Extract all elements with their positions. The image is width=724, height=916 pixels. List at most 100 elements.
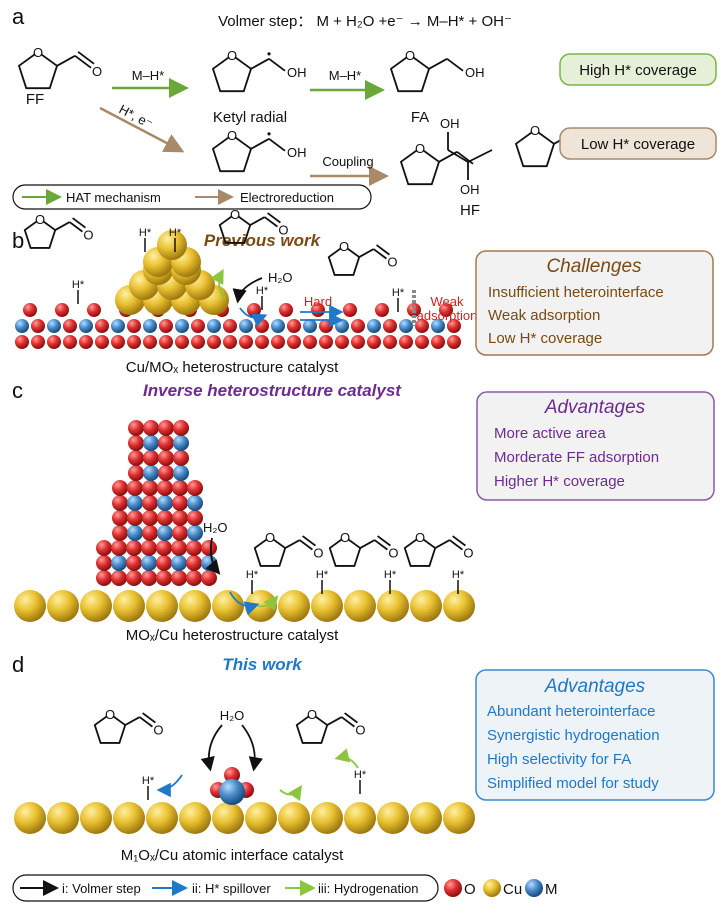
adsorbed-h-label: H* xyxy=(169,227,182,239)
hydrogenation-arrow-c xyxy=(257,595,279,611)
oxygen-atom xyxy=(47,335,61,349)
furan-molecule: OO xyxy=(253,530,323,567)
mh-label-2: M–H* xyxy=(329,68,362,83)
carbonyl-double-bond xyxy=(377,535,391,547)
copper-atom xyxy=(344,590,376,622)
hf-hydroxyl-label: OH xyxy=(460,182,480,197)
oxygen-atom xyxy=(201,540,217,556)
oxygen-key-label: O xyxy=(464,881,476,898)
furan-ring xyxy=(403,535,437,567)
copper-atom xyxy=(377,590,409,622)
ring-oxygen-label: O xyxy=(35,212,45,227)
oxygen-atom xyxy=(367,335,381,349)
metal-atom xyxy=(173,465,189,481)
oxygen-atom xyxy=(191,319,205,333)
metal-atom xyxy=(187,525,203,541)
metal-atom xyxy=(143,435,159,451)
metal-atom xyxy=(207,319,221,333)
metal-atom xyxy=(219,779,245,805)
oxygen-atom xyxy=(319,335,333,349)
side-chain-bond xyxy=(250,138,270,150)
oxygen-atom xyxy=(156,555,172,571)
oxygen-atom xyxy=(399,335,413,349)
ring-oxygen-label: O xyxy=(230,207,240,222)
ring-oxygen-gap xyxy=(227,50,237,60)
side-chain-bond xyxy=(299,539,313,551)
hard-label: Hard xyxy=(304,294,332,309)
oxygen-atom xyxy=(415,335,429,349)
oxygen-atom xyxy=(156,570,172,586)
copper-atom-key xyxy=(483,879,501,897)
oxygen-atom xyxy=(111,570,127,586)
metal-atom xyxy=(431,319,445,333)
advantage-item: High selectivity for FA xyxy=(487,751,631,768)
hf-label: HF xyxy=(460,202,480,219)
side-chain-bond xyxy=(341,716,355,728)
oxygen-atom xyxy=(142,480,158,496)
oxygen-atom xyxy=(141,570,157,586)
copper-atom xyxy=(14,590,46,622)
oxygen-atom xyxy=(343,303,357,317)
carbonyl-oxygen-label: O xyxy=(313,546,323,561)
metal-atom xyxy=(157,525,173,541)
side-chain-bond xyxy=(326,716,343,726)
advantages-box-d xyxy=(475,669,715,801)
oxygen-atom xyxy=(143,335,157,349)
oxygen-atom xyxy=(158,465,174,481)
furan-molecule: OO xyxy=(93,707,163,744)
oxygen-atom xyxy=(351,319,365,333)
furan-ring xyxy=(327,244,361,276)
oxygen-atom xyxy=(31,335,45,349)
oxygen-atom xyxy=(191,335,205,349)
copper-atom xyxy=(311,590,343,622)
electro-legend-label: Electroreduction xyxy=(240,190,334,205)
ring-oxygen-label: O xyxy=(307,707,317,722)
oxygen-atom xyxy=(63,319,77,333)
weak-label: Weak xyxy=(431,294,464,309)
copper-atom xyxy=(179,590,211,622)
furan-molecule: O xyxy=(399,141,474,186)
ring-oxygen-gap xyxy=(415,532,425,542)
ketyl-label: Ketyl radial xyxy=(213,109,287,126)
metal-atom xyxy=(173,435,189,451)
furan-ring xyxy=(389,53,431,93)
copper-atom xyxy=(278,590,310,622)
oxygen-atom xyxy=(255,319,269,333)
furan-molecule: OOH xyxy=(211,48,307,93)
advantages-title-c: Advantages xyxy=(544,397,646,418)
copper-atom xyxy=(146,802,178,834)
furan-ring xyxy=(295,712,329,744)
oxygen-atom xyxy=(128,450,144,466)
metal-atom xyxy=(127,525,143,541)
oxygen-atom xyxy=(186,540,202,556)
advantage-item: Abundant heterointerface xyxy=(487,703,655,720)
oxygen-atom xyxy=(271,335,285,349)
low-coverage-box xyxy=(559,127,717,160)
oxygen-atom xyxy=(186,555,202,571)
h2o-label-c: H₂O xyxy=(203,520,228,535)
metal-atom xyxy=(399,319,413,333)
oxygen-atom xyxy=(31,319,45,333)
oxygen-atom xyxy=(112,480,128,496)
oxygen-atom xyxy=(171,540,187,556)
copper-atom xyxy=(212,590,244,622)
oxygen-atom xyxy=(112,495,128,511)
oxygen-atom xyxy=(431,335,445,349)
ring-oxygen-gap xyxy=(405,50,415,60)
copper-atom xyxy=(212,802,244,834)
oxygen-atom xyxy=(111,335,125,349)
metal-atom xyxy=(303,319,317,333)
oxygen-atom xyxy=(207,335,221,349)
volmer-arrow-d-left xyxy=(200,724,223,772)
oxygen-atom xyxy=(143,420,159,436)
metal-atom xyxy=(271,319,285,333)
furan-molecule: OO xyxy=(403,530,473,567)
oxygen-atom xyxy=(159,319,173,333)
oxygen-atom xyxy=(95,335,109,349)
oxygen-atom xyxy=(303,335,317,349)
furan-molecule: OO xyxy=(23,212,93,249)
ring-oxygen-gap xyxy=(530,125,540,135)
